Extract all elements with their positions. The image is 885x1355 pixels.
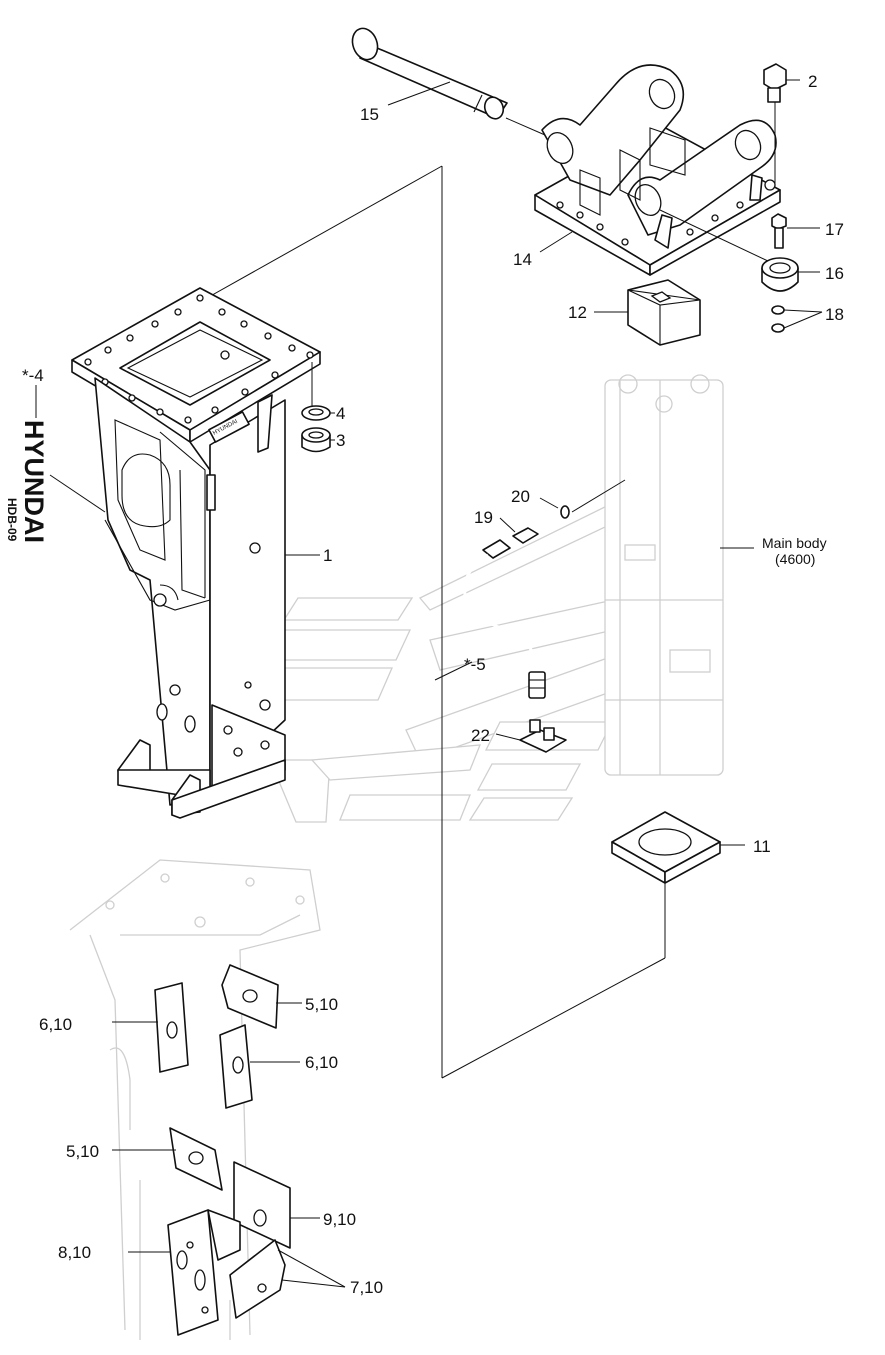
part-16-collar xyxy=(761,257,820,292)
part-5-10-shim-b xyxy=(112,1127,223,1191)
callout-labels: 2 3 4 *-4 1 15 14 17 16 18 12 20 19 *-5 … xyxy=(22,72,844,1297)
label-8-10: 8,10 xyxy=(58,1243,91,1262)
label-9-10: 9,10 xyxy=(323,1210,356,1229)
label-20: 20 xyxy=(511,487,530,506)
part-19-fitting xyxy=(499,517,539,544)
label-5-10-a: 5,10 xyxy=(305,995,338,1014)
part-6-10-shim-b xyxy=(219,1024,300,1109)
label-14: 14 xyxy=(513,250,532,269)
label-7-10: 7,10 xyxy=(350,1278,383,1297)
part-7-10-shim xyxy=(229,1239,346,1319)
part-15-pin xyxy=(351,27,546,136)
part-star4-decal: HYUNDAI HDB-09 xyxy=(5,385,106,543)
ghost-main-body xyxy=(604,374,724,776)
label-2: 2 xyxy=(808,72,817,91)
label-17: 17 xyxy=(825,220,844,239)
part-2-bolt xyxy=(763,63,800,103)
decal-sub-text: HDB-09 xyxy=(5,498,19,542)
part-1-frame: HYUNDAI xyxy=(71,287,321,819)
part-9-10-shim xyxy=(233,1161,320,1249)
label-19: 19 xyxy=(474,508,493,527)
part-20-oring xyxy=(539,479,626,519)
label-6-10-a: 6,10 xyxy=(39,1015,72,1034)
label-12: 12 xyxy=(568,303,587,322)
decal-main-text: HYUNDAI xyxy=(19,420,49,543)
label-main-body-code: (4600) xyxy=(775,551,815,567)
label-4: 4 xyxy=(336,404,345,423)
part-3-bushing xyxy=(301,427,335,453)
part-star5-hose xyxy=(434,539,546,699)
label-22: 22 xyxy=(471,726,490,745)
label-1: 1 xyxy=(323,546,332,565)
part-11-plate xyxy=(611,811,745,884)
label-11: 11 xyxy=(753,837,771,856)
part-14-bracket xyxy=(534,64,781,276)
label-18: 18 xyxy=(825,305,844,324)
part-6-10-shim-a xyxy=(112,982,189,1073)
label-15: 15 xyxy=(360,105,379,124)
part-4-washer xyxy=(301,362,335,421)
part-18-nuts xyxy=(771,305,823,333)
part-5-10-shim-a xyxy=(221,964,302,1029)
label-star4: *-4 xyxy=(22,366,44,385)
part-8-10-shim xyxy=(128,1209,241,1336)
part-12-cushion xyxy=(594,279,701,346)
label-6-10-b: 6,10 xyxy=(305,1053,338,1072)
label-5-10-b: 5,10 xyxy=(66,1142,99,1161)
label-main-body: Main body xyxy=(762,535,827,551)
label-star5: *-5 xyxy=(464,655,486,674)
label-3: 3 xyxy=(336,431,345,450)
label-16: 16 xyxy=(825,264,844,283)
part-22-plug xyxy=(495,719,567,753)
part-17-bolt xyxy=(771,213,820,249)
